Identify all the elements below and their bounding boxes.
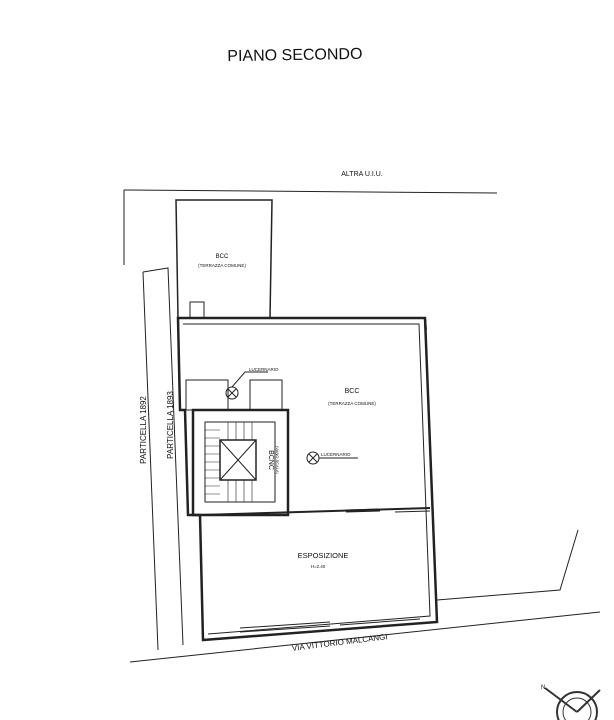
window-2 bbox=[394, 507, 431, 513]
skylight-1-icon bbox=[225, 371, 268, 400]
corner-pillar bbox=[403, 317, 427, 331]
stair-name: BCNC bbox=[267, 450, 274, 470]
skylight-1-label: LUCERNARIO bbox=[249, 367, 279, 372]
compass-rose-icon bbox=[544, 687, 601, 720]
elevator-cross bbox=[219, 439, 257, 481]
exhibition-name: ESPOSIZIONE bbox=[298, 551, 349, 560]
building-inner bbox=[183, 323, 431, 635]
main-terrace-sub: (TERRAZZA COMUNE) bbox=[328, 401, 376, 406]
upper-terrace-sub: (TERRAZZA COMUNE) bbox=[198, 263, 246, 268]
skylight-2-icon bbox=[306, 451, 358, 465]
skylight-box-left bbox=[185, 379, 229, 411]
street-line bbox=[129, 611, 601, 663]
neighbor-label: ALTRA U.I.U. bbox=[341, 171, 383, 178]
elevator-shaft bbox=[219, 439, 257, 481]
compass-north-label: N bbox=[541, 685, 545, 691]
boundary-top bbox=[123, 189, 498, 194]
main-terrace-name: BCC bbox=[345, 388, 360, 395]
particella-1893-label: PARTICELLA 1893 bbox=[166, 391, 175, 459]
dividing-wall bbox=[199, 507, 431, 516]
stair-block bbox=[191, 408, 290, 517]
skylight-box-right bbox=[249, 379, 283, 411]
front-windows bbox=[239, 618, 421, 633]
skylight-2-label: LUCERNARIO bbox=[321, 452, 351, 457]
particella-line-2 bbox=[142, 267, 184, 646]
particella-1892-label: PARTICELLA 1892 bbox=[139, 396, 148, 464]
particella-line-1 bbox=[142, 271, 159, 651]
small-stair bbox=[189, 301, 205, 319]
building-outline bbox=[176, 316, 439, 642]
boundary-right bbox=[436, 529, 579, 601]
upper-terrace-name: BCC bbox=[216, 254, 229, 260]
street-label: VIA VITTORIO MALCANGI bbox=[291, 632, 388, 653]
page-title: PIANO SECONDO bbox=[227, 46, 362, 65]
exhibition-height: H=2.40 bbox=[311, 564, 326, 569]
stair-sub: (VANO SCALA) bbox=[275, 446, 280, 475]
stair-steps bbox=[205, 422, 253, 502]
window-1 bbox=[345, 508, 381, 513]
